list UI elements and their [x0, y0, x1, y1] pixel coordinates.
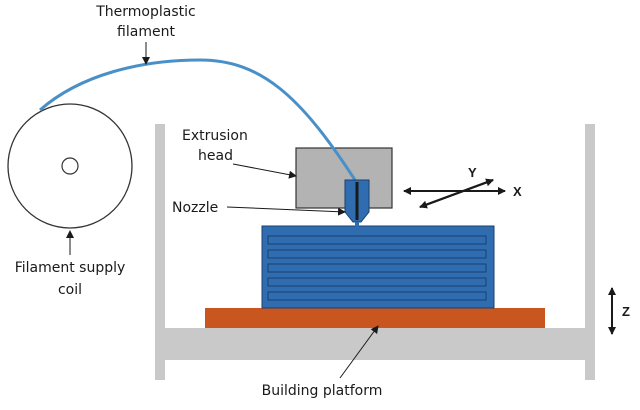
- axis-label-y: Y: [468, 165, 477, 180]
- filament-label-line1: Thermoplastic: [95, 4, 195, 20]
- xy-axes-indicator: [403, 178, 506, 209]
- nozzle-leader-arrow: [226, 206, 346, 216]
- extrusion-head-label-line1: Extrusion: [182, 128, 248, 144]
- coil-hub: [61, 157, 79, 175]
- extrusion-head-leader-arrow: [232, 163, 297, 179]
- platform-leader-arrow: [339, 325, 379, 379]
- printed-layers: [267, 235, 487, 301]
- coil-label-line2: coil: [58, 282, 82, 298]
- filament-label-line2: filament: [117, 24, 175, 40]
- printed-part: [261, 225, 495, 309]
- frame-left-post: [155, 124, 165, 380]
- extrusion-head: [295, 147, 393, 209]
- axis-label-x: X: [513, 184, 522, 199]
- printed-layer: [267, 249, 487, 259]
- building-platform-plate: [205, 308, 545, 328]
- printed-layer: [267, 277, 487, 287]
- printed-layer: [267, 235, 487, 245]
- frame-base-beam: [155, 328, 595, 360]
- printed-layer: [267, 263, 487, 273]
- platform-label: Building platform: [262, 383, 383, 399]
- axis-label-z: Z: [622, 304, 630, 319]
- thermoplastic-filament: [39, 58, 357, 181]
- coil-label-line1: Filament supply: [15, 260, 126, 276]
- extrusion-head-label-line2: head: [198, 148, 233, 164]
- nozzle-label: Nozzle: [172, 200, 218, 216]
- frame-right-post: [585, 124, 595, 380]
- printed-layer: [267, 291, 487, 301]
